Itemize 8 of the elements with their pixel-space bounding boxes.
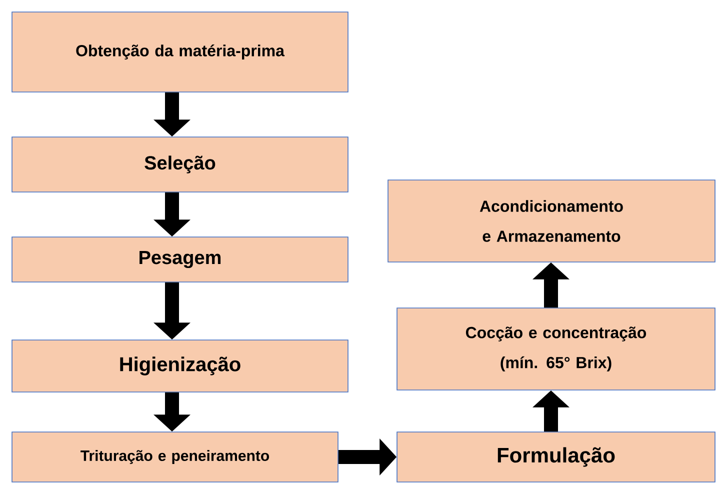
process-box: Pesagem [12,236,348,282]
process-box: Seleção [12,136,348,192]
process-box: Obtenção da matéria-prima [12,12,348,92]
process-box: Acondicionamento e Armazenamento [388,180,716,262]
process-box: Cocção e concentração (mín. 65° Brix) [396,308,716,390]
process-box: Formulação [396,432,716,482]
process-box: Higienização [12,340,348,392]
process-box: Trituração e peneiramento [12,432,338,482]
